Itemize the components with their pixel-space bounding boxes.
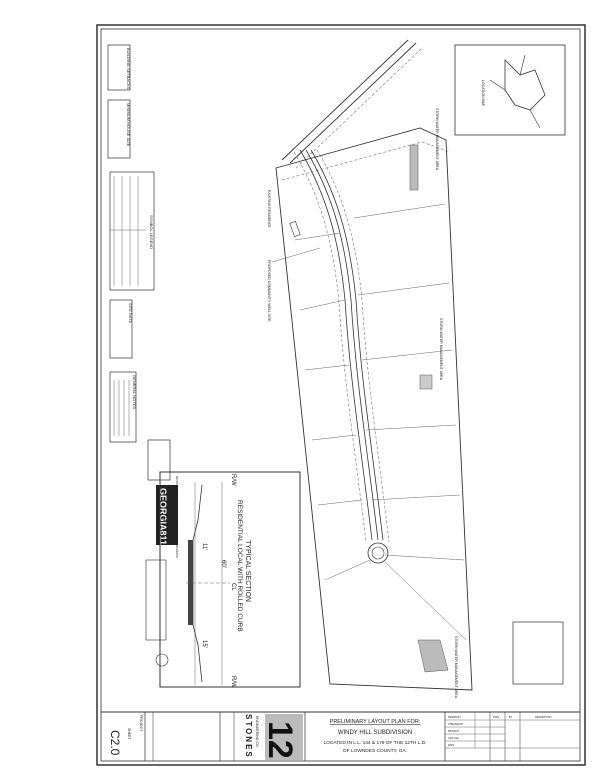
line-legend-box xyxy=(147,439,171,481)
minimum-house-heading: MINIMUM HOUSE SIZE xyxy=(126,103,131,147)
width-lane-label: 11' xyxy=(201,543,207,550)
georgia-811-text: GEORGIA811 xyxy=(158,488,168,545)
row-label-right: R/W xyxy=(230,676,236,688)
info-rows: DRAWN BY CHECKED BY PROJECT CAD FILE DAT… xyxy=(445,712,580,749)
well-site-label: PROPOSED COMMUNITY WELL SITE xyxy=(267,260,271,322)
north-arrow-icon xyxy=(155,653,169,667)
drawn-by-label: DRAWN BY xyxy=(448,716,461,719)
general-notes-box xyxy=(109,371,137,443)
sheet-border xyxy=(96,24,586,766)
building-setbacks-heading: BUILDING SETBACKS xyxy=(126,48,131,90)
symbol-legend-box xyxy=(109,171,155,291)
subdivision-name: WINDY HILL SUBDIVISION xyxy=(338,730,412,736)
site-data-heading: SITE DATA xyxy=(128,303,133,323)
notes-column: BUILDING SETBACKS MINIMUM HOUSE SIZE SYM… xyxy=(107,44,171,481)
existing-residence-label: EXISTING RESIDENCE xyxy=(267,190,271,228)
georgia-811-logo: GEORGIA811 xyxy=(156,485,178,545)
symbol-legend-heading: SYMBOL LEGEND xyxy=(149,215,154,249)
site-data-box xyxy=(109,299,133,359)
cad-file-label: CAD FILE xyxy=(448,737,459,740)
existing-road xyxy=(281,39,423,169)
firm-name: STONES xyxy=(244,714,253,759)
storm-water-label-2: STORM WATER MANAGEMENT AREA xyxy=(439,318,443,381)
storm-water-label-1: STORM WATER MANAGEMENT AREA xyxy=(435,108,439,171)
title-block: C2.0 SHEET PROJECT 12 STONES ENGINEERING… xyxy=(101,711,580,761)
width-shoulder-label: 15' xyxy=(201,640,207,648)
project-label: PROJECT xyxy=(139,715,143,732)
centerline-label: CL xyxy=(230,583,236,591)
plan-heading: PRELIMINARY LAYOUT PLAN FOR: xyxy=(330,719,421,725)
existing-residence-footprint xyxy=(289,221,301,237)
minimum-house-box xyxy=(107,99,131,159)
location-line-2: OF LOWNDES COUNTY, GA. xyxy=(343,748,407,754)
cul-de-sac xyxy=(367,542,389,564)
typical-section-box xyxy=(159,471,301,688)
storm-water-area-3 xyxy=(417,639,449,673)
sheet-number: C2.0 xyxy=(108,730,122,756)
location-map-label: LOCATION MAP xyxy=(481,80,485,107)
storm-water-area-2 xyxy=(419,374,433,390)
location-map: LOCATION MAP xyxy=(454,44,566,136)
inner-border xyxy=(100,28,581,762)
stones-engineering-logo: 12 STONES ENGINEERING CO xyxy=(244,714,303,760)
width-total-label: 60' xyxy=(220,560,226,568)
building-setbacks-box xyxy=(107,44,131,91)
call-before-dig-note xyxy=(145,559,167,641)
location-line-1: LOCATED IN L.L. 144 & 179 OF THE 12TH L.… xyxy=(324,740,427,746)
firm-number: 12 xyxy=(261,721,299,759)
storm-water-label-3: STORM WATER MANAGEMENT AREA xyxy=(454,636,458,699)
typical-section-title: TYPICAL SECTION xyxy=(244,540,251,602)
row-label-left: R/W xyxy=(230,474,236,486)
project-data-box xyxy=(512,621,564,685)
date-label: DATE xyxy=(448,744,455,747)
typical-section: TYPICAL SECTION RESIDENTIAL LOCAL WITH R… xyxy=(159,471,301,688)
typical-section-subtitle: RESIDENTIAL LOCAL WITH ROLLED CURB xyxy=(236,500,243,632)
revision-by-header: BY xyxy=(509,716,513,719)
general-notes-heading: GENERAL NOTES xyxy=(132,375,137,409)
revision-description-header: DESCRIPTION xyxy=(535,716,552,719)
revision-date-header: DATE xyxy=(493,716,500,719)
storm-water-area-1 xyxy=(409,144,419,191)
sheet-label: SHEET xyxy=(127,728,131,741)
lot-lines xyxy=(294,203,467,641)
proposed-road xyxy=(293,149,390,564)
project-row-label: PROJECT xyxy=(448,730,460,733)
checked-by-label: CHECKED BY xyxy=(448,723,464,726)
firm-sub: ENGINEERING CO xyxy=(255,716,259,747)
svg-text:NOTES: PAVEMENT SECTION PER CO: NOTES: PAVEMENT SECTION PER COUNTY STAND… xyxy=(175,476,179,558)
property-boundary xyxy=(275,127,473,691)
